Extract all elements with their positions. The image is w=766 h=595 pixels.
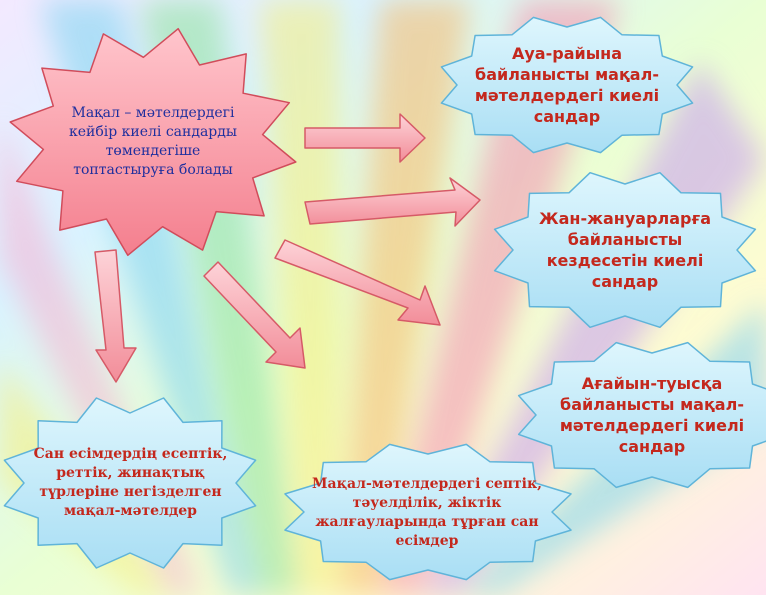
bottom-left-star [3,397,257,569]
right-star [517,341,766,489]
center-star [9,27,297,257]
arrow-to-bottom-left [94,249,137,383]
arrow-to-top [304,113,426,163]
case-endings-node-label: Мақал-мәтелдердегі септік, тәуелділік, ж… [312,476,542,549]
bottom-middle-star [284,443,572,581]
arrow-to-bottom-mid [203,261,306,369]
animals-node-label: Жан-жануарларға байланысты кездесетін ки… [539,209,711,291]
top-star [440,16,694,154]
middle-star [493,171,757,329]
weather-node-label: Ауа-райына байланысты мақал-мәтелдердегі… [474,44,660,126]
numeral-types-node-label: Сан есімдердің есептік, реттік, жинақтық… [33,445,228,519]
center-node-label: Мақал – мәтелдердегі кейбір киелі сандар… [68,105,238,178]
arrow-to-middle [304,177,481,227]
relatives-node-label: Ағайын-туысқа байланысты мақал-мәтелдерд… [559,374,745,456]
arrow-to-right [274,239,441,326]
